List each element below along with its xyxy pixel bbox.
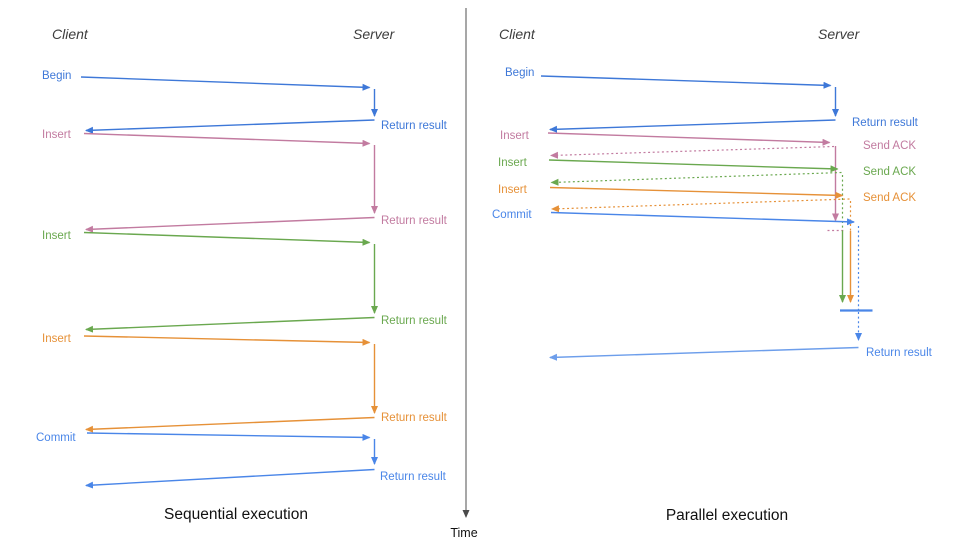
par-insert2-request-arrow: [548, 159, 839, 173]
par-insert1-ack-label: Send ACK: [863, 140, 916, 152]
par-row-insert1: Insert Send ACK: [500, 130, 916, 232]
par-row-insert3: Insert Send ACK: [498, 184, 916, 303]
par-begin-return-label: Return result: [852, 117, 919, 129]
seq-server-header: Server: [353, 26, 396, 42]
seq-row-begin: Begin Return result: [42, 70, 448, 134]
par-insert3-ack-arrow: [551, 198, 850, 213]
seq-begin-request-arrow: [80, 76, 371, 91]
par-insert1-label: Insert: [500, 130, 530, 142]
par-insert3-ack-label: Send ACK: [863, 192, 916, 204]
time-axis-label: Time: [450, 526, 477, 540]
par-row-insert2: Insert Send ACK: [498, 157, 916, 303]
seq-commit-label: Commit: [36, 432, 76, 444]
par-client-header: Client: [499, 26, 536, 42]
seq-insert3-label: Insert: [42, 333, 72, 345]
seq-insert3-return-label: Return result: [381, 412, 448, 424]
seq-begin-return-label: Return result: [381, 120, 448, 132]
par-final-response-arrow: [549, 346, 859, 361]
par-begin-label: Begin: [505, 67, 534, 79]
seq-row-insert2: Insert Return result: [42, 230, 448, 333]
par-insert3-label: Insert: [498, 184, 528, 196]
seq-insert1-request-arrow: [83, 132, 371, 147]
par-insert2-ack-label: Send ACK: [863, 166, 916, 178]
sequential-panel: Client Server Begin Return result Insert…: [36, 26, 448, 523]
seq-commit-request-arrow: [86, 432, 371, 441]
par-insert1-request-arrow: [547, 132, 831, 146]
par-insert2-label: Insert: [498, 157, 528, 169]
par-insert1-ack-arrow: [550, 145, 835, 159]
par-row-commit: Commit Return result: [492, 209, 933, 361]
seq-commit-return-label: Return result: [380, 471, 447, 483]
seq-insert1-return-label: Return result: [381, 215, 448, 227]
seq-insert3-response-arrow: [85, 416, 375, 433]
par-row-begin: Begin Return result: [505, 67, 919, 133]
par-insert2-ack-arrow: [550, 171, 842, 186]
par-server-header: Server: [818, 26, 861, 42]
time-axis: Time: [450, 8, 478, 540]
seq-begin-label: Begin: [42, 70, 71, 82]
seq-insert2-response-arrow: [85, 316, 375, 333]
par-insert3-request-arrow: [549, 186, 844, 199]
par-commit-request-arrow: [550, 211, 855, 226]
seq-begin-response-arrow: [85, 119, 375, 134]
seq-insert2-return-label: Return result: [381, 315, 448, 327]
seq-insert1-response-arrow: [85, 216, 375, 233]
seq-insert1-label: Insert: [42, 129, 72, 141]
par-final-return-label: Return result: [866, 347, 933, 359]
seq-row-commit: Commit Return result: [36, 432, 447, 489]
sequential-title: Sequential execution: [164, 506, 308, 523]
seq-insert2-label: Insert: [42, 230, 72, 242]
seq-client-header: Client: [52, 26, 89, 42]
seq-row-insert1: Insert Return result: [42, 129, 448, 233]
seq-commit-response-arrow: [85, 468, 375, 489]
par-commit-label: Commit: [492, 209, 532, 221]
seq-row-insert3: Insert Return result: [42, 333, 448, 433]
par-begin-response-arrow: [549, 119, 836, 133]
seq-insert2-request-arrow: [83, 231, 371, 246]
parallel-title: Parallel execution: [666, 507, 788, 524]
parallel-panel: Client Server Begin Return result Insert…: [492, 26, 933, 524]
par-begin-request-arrow: [540, 75, 832, 89]
seq-insert3-request-arrow: [83, 335, 371, 346]
